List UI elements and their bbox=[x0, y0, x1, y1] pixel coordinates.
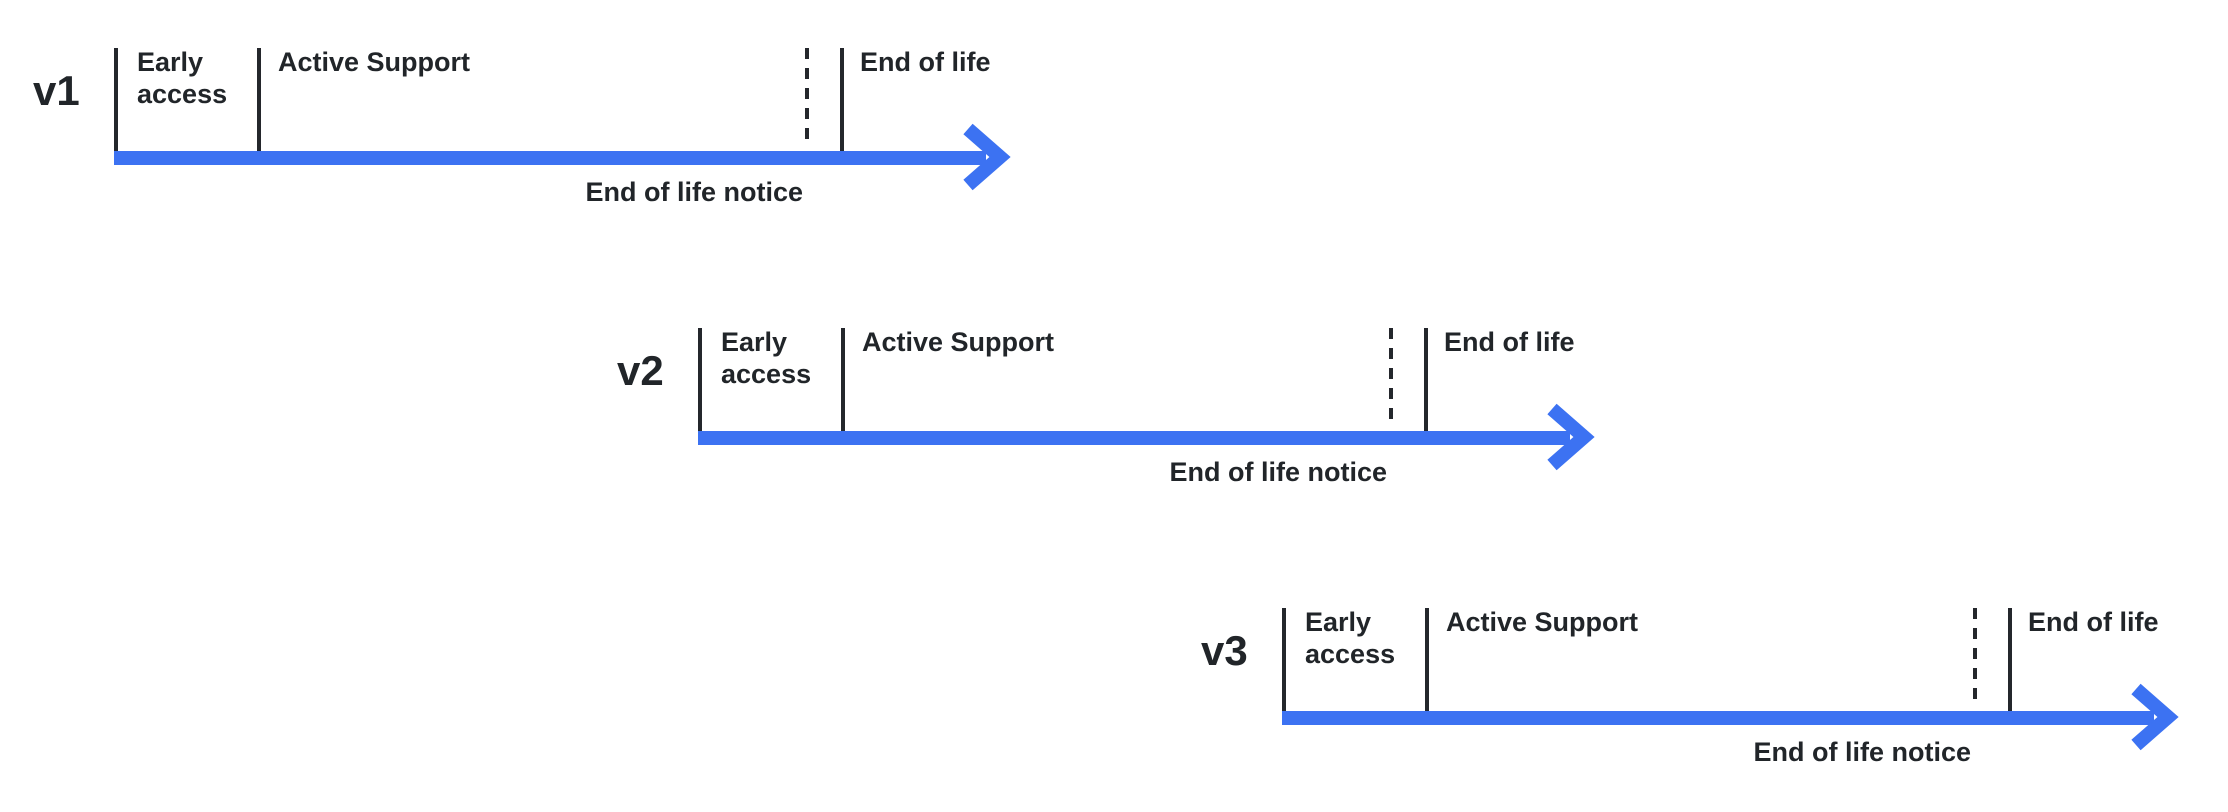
timeline-arrow-icon bbox=[1282, 683, 2179, 751]
early-access-start-tick bbox=[698, 328, 702, 431]
early-access-label: Early access bbox=[137, 47, 228, 109]
early-access-label: Early access bbox=[1305, 607, 1396, 669]
timeline-v2: v2 Early access Active Support End of li… bbox=[584, 280, 1644, 520]
end-of-life-notice-label: End of life notice bbox=[1753, 737, 1971, 767]
timeline-v3: v3 Early access Active Support End of li… bbox=[1168, 560, 2228, 800]
end-of-life-label: End of life bbox=[1444, 327, 1575, 357]
eol-notice-dashed-line bbox=[1389, 328, 1393, 428]
end-of-life-label: End of life bbox=[860, 47, 991, 77]
eol-notice-dashed-line bbox=[1973, 608, 1977, 708]
timeline-v1: v1 Early access Active Support End of li… bbox=[0, 0, 1060, 240]
end-of-life-label: End of life bbox=[2028, 607, 2159, 637]
end-of-life-tick bbox=[2008, 608, 2012, 711]
version-label: v3 bbox=[1201, 627, 1248, 674]
active-support-start-tick bbox=[1425, 608, 1429, 711]
early-access-start-tick bbox=[114, 48, 118, 151]
eol-notice-dashed-line bbox=[805, 48, 809, 148]
active-support-start-tick bbox=[257, 48, 261, 151]
timeline-arrow-icon bbox=[698, 403, 1595, 471]
end-of-life-notice-label: End of life notice bbox=[1169, 457, 1387, 487]
active-support-label: Active Support bbox=[278, 47, 471, 77]
early-access-start-tick bbox=[1282, 608, 1286, 711]
active-support-start-tick bbox=[841, 328, 845, 431]
active-support-label: Active Support bbox=[1446, 607, 1639, 637]
timeline-arrow-icon bbox=[114, 123, 1011, 191]
active-support-label: Active Support bbox=[862, 327, 1055, 357]
end-of-life-notice-label: End of life notice bbox=[585, 177, 803, 207]
version-label: v1 bbox=[33, 67, 80, 114]
version-label: v2 bbox=[617, 347, 664, 394]
end-of-life-tick bbox=[840, 48, 844, 151]
end-of-life-tick bbox=[1424, 328, 1428, 431]
early-access-label: Early access bbox=[721, 327, 812, 389]
